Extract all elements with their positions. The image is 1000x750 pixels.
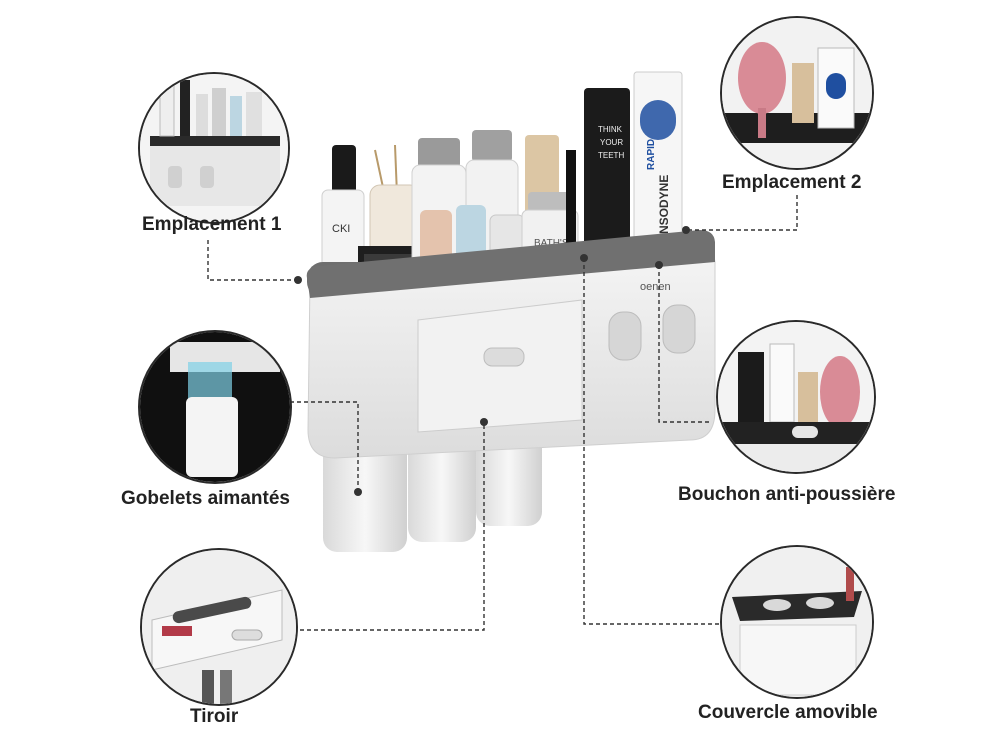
brand-logo: oenen: [640, 281, 671, 293]
jar-label: BATH'S: [534, 238, 569, 249]
zoom-slot1: [138, 72, 290, 224]
zoom-slot2: [720, 16, 874, 170]
leader-lines: [207, 195, 798, 631]
zoom-lid: [720, 545, 874, 699]
callout-drawer: Tiroir: [190, 706, 239, 727]
magnetic-cups: [323, 430, 542, 552]
leader-dots: [294, 226, 690, 496]
tube-small-text-2: YOUR: [600, 138, 623, 147]
bottle-label: CKI: [332, 223, 350, 235]
zoom-drawer: [140, 548, 298, 706]
tube-small-text-1: THINK: [598, 125, 623, 134]
zoom-dust-cap: [716, 320, 876, 474]
callout-lid: Couvercle amovible: [698, 702, 878, 723]
tube-large-sub: RAPID: [646, 139, 657, 170]
tube-large-brand: SENSODYNE: [657, 175, 671, 250]
callout-cups: Gobelets aimantés: [121, 488, 290, 509]
organizer-body: oenen: [306, 230, 716, 459]
callout-dust-cap: Bouchon anti-poussière: [678, 484, 896, 505]
tube-small-text-3: TEETH: [598, 151, 624, 160]
callout-slot2: Emplacement 2: [722, 172, 862, 193]
zoom-cups: [138, 330, 292, 484]
callout-slot1: Emplacement 1: [142, 214, 282, 235]
